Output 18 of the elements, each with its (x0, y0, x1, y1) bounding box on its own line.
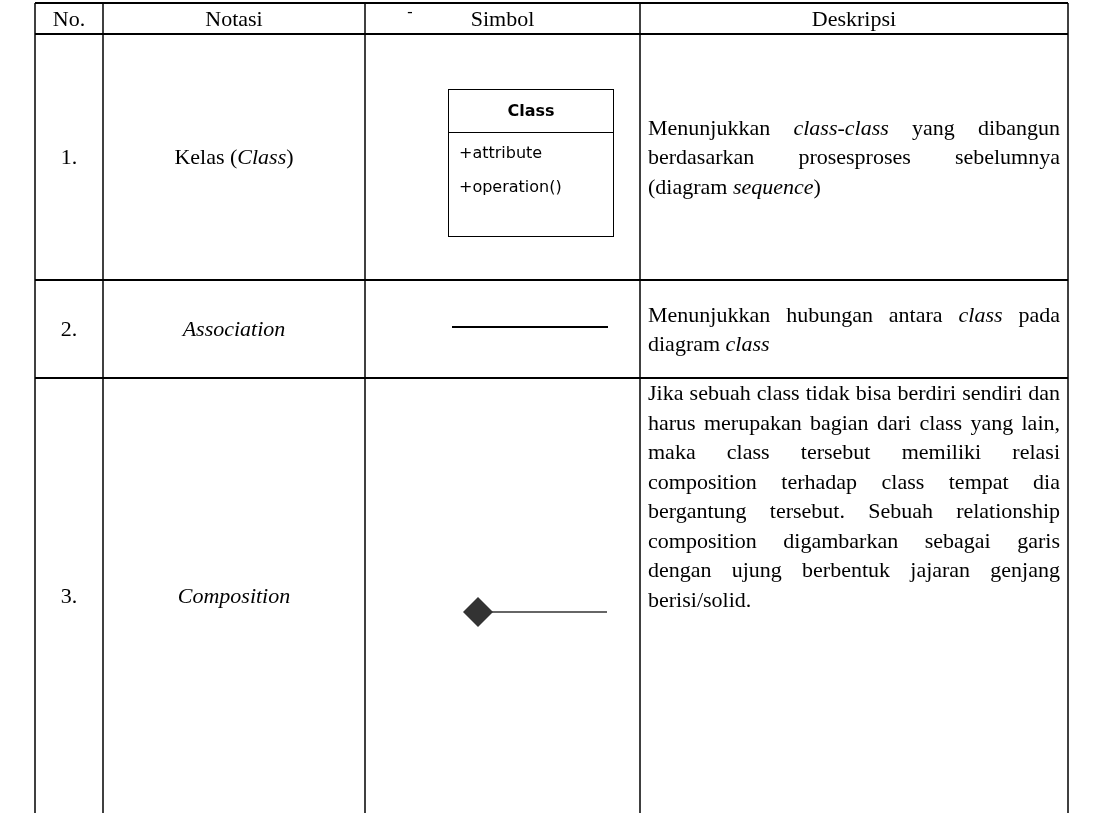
notation-name: Kelas (Class) (174, 144, 294, 170)
column-header: Deskripsi (811, 5, 897, 32)
description-text: Menunjukkan class-class yang dibangun berdasarkan prosesproses sebelumnya (diagram sequence) (648, 113, 1060, 201)
attribute-text: +attribute (458, 142, 544, 164)
description-text: Jika sebuah class tidak bisa berdiri sendiri dan harus merupakan bagian dari class yang lain, maka class tersebut memiliki relasi composition terhadap class tempat dia bergantung tersebut. Sebuah relationship composition digambarkan sebagai garis dengan ujung berbentuk jajaran genjang berisi/solid. (648, 379, 1060, 614)
row-number: 3. (60, 582, 78, 609)
dash-mark: - (407, 5, 413, 19)
column-header: Notasi (205, 5, 263, 32)
notation-name: Association (182, 316, 286, 342)
class-name: Class (449, 90, 613, 133)
column-header: No. (52, 5, 86, 32)
operation-text: +operation() (458, 176, 563, 198)
class-box (448, 89, 614, 237)
column-header: Simbol (470, 5, 535, 32)
row-number: 2. (60, 316, 78, 342)
notation-name: Composition (177, 582, 291, 609)
description-text: Menunjukkan hubungan antara class pada diagram class (648, 300, 1060, 358)
row-number: 1. (60, 144, 78, 170)
